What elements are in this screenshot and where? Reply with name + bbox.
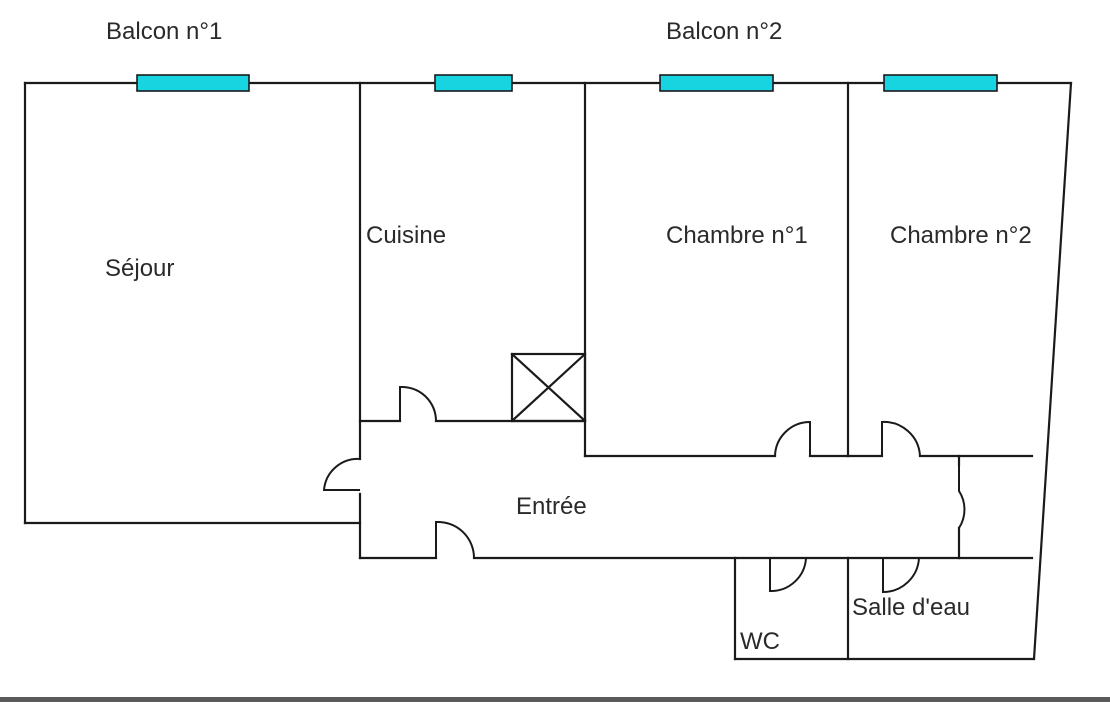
door-sejour: [322, 457, 361, 491]
door-chambre-2: [881, 420, 921, 457]
label-wc: WC: [740, 628, 780, 655]
door-salle-eau: [882, 557, 920, 594]
windows: [136, 74, 998, 92]
shaft-cross-2: [510, 352, 587, 423]
door-entrance: [435, 520, 476, 559]
doors: [322, 385, 966, 594]
door-cuisine: [399, 385, 438, 422]
label-sejour: Séjour: [105, 255, 174, 282]
door-closet: [958, 465, 966, 529]
shaft-box: [510, 352, 587, 423]
right-slanted-wall: [1032, 81, 1073, 661]
window-sejour: [136, 74, 250, 92]
door-wc: [769, 557, 807, 593]
label-balcon-2: Balcon n°2: [666, 18, 782, 45]
label-balcon-1: Balcon n°1: [106, 18, 222, 45]
label-chambre-1: Chambre n°1: [666, 222, 808, 249]
interior-walls: [358, 81, 1036, 661]
label-cuisine: Cuisine: [366, 222, 446, 249]
window-cuisine: [434, 74, 513, 92]
label-salle-eau: Salle d'eau: [852, 594, 970, 621]
door-chambre-1: [774, 420, 811, 457]
label-entree: Entrée: [516, 493, 587, 520]
shaft-outline: [510, 352, 587, 423]
bottom-border: [0, 697, 1110, 702]
window-chambre-2: [883, 74, 998, 92]
label-chambre-2: Chambre n°2: [890, 222, 1032, 249]
window-chambre-1: [659, 74, 774, 92]
